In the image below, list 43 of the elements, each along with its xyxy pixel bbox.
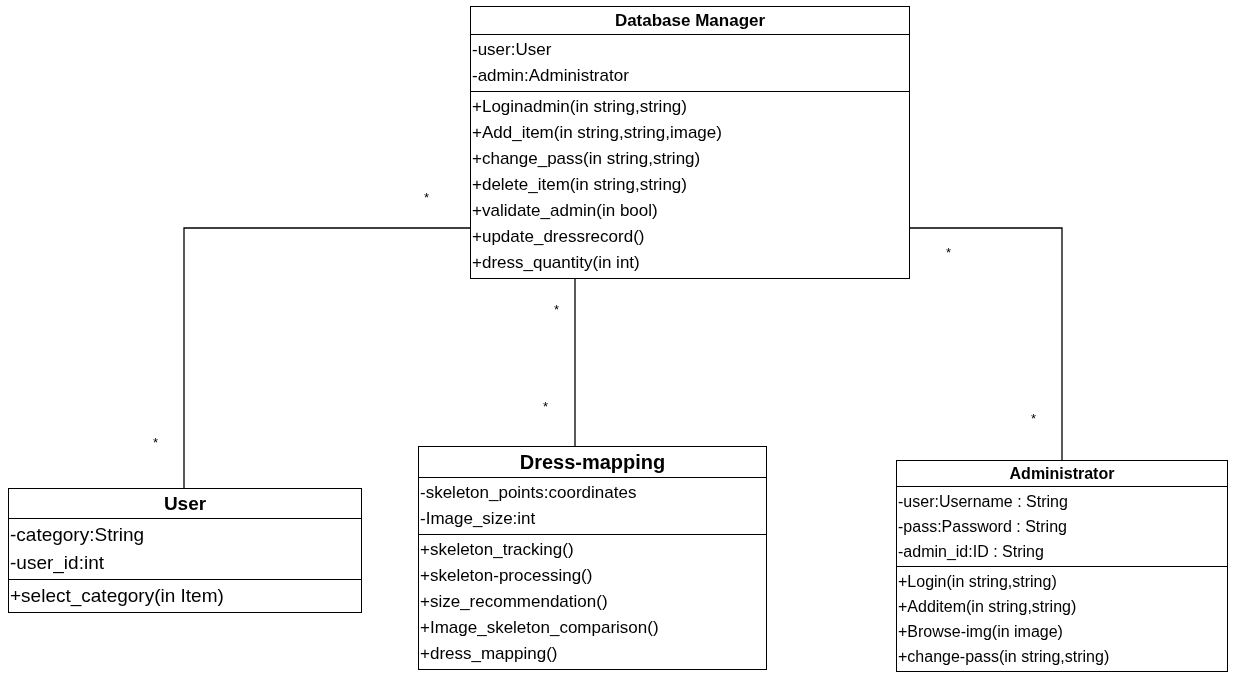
method-text: +Add_item(in string,string,image) xyxy=(471,122,723,144)
class-box xyxy=(418,446,767,670)
method-text: +Login(in string,string) xyxy=(897,572,1058,592)
association-line xyxy=(909,227,1063,461)
attribute-text: -pass:Password : String xyxy=(897,517,1068,537)
multiplicity-label: * xyxy=(153,435,159,450)
method-text: +validate_admin(in bool) xyxy=(471,200,659,222)
method-text: +Browse-img(in image) xyxy=(897,622,1064,642)
multiplicity-label: * xyxy=(554,302,560,317)
method-text: +select_category(in Item) xyxy=(9,584,225,609)
method-text: +change_pass(in string,string) xyxy=(471,148,702,170)
attribute-text: -skeleton_points:coordinates xyxy=(419,482,638,504)
multiplicity-label: * xyxy=(424,190,430,205)
attribute-text: -user:Username : String xyxy=(897,492,1069,512)
class-name: Administrator xyxy=(1009,465,1115,482)
class-box xyxy=(8,488,362,613)
method-text: +Image_skeleton_comparison() xyxy=(419,617,660,639)
method-text: +Loginadmin(in string,string) xyxy=(471,96,688,118)
class-name: Dress-mapping xyxy=(519,451,666,473)
method-text: +change-pass(in string,string) xyxy=(897,647,1111,667)
method-text: +size_recommendation() xyxy=(419,591,609,613)
method-text: +delete_item(in string,string) xyxy=(471,174,688,196)
method-text: +update_dressrecord() xyxy=(471,226,646,248)
multiplicity-label: * xyxy=(543,399,549,414)
multiplicity-label: * xyxy=(1031,411,1037,426)
attribute-text: -admin_id:ID : String xyxy=(897,542,1045,562)
multiplicity-label: * xyxy=(946,245,952,260)
method-text: +dress_mapping() xyxy=(419,643,559,665)
class-name: User xyxy=(163,493,207,514)
attribute-text: -user_id:int xyxy=(9,551,105,576)
attribute-text: -category:String xyxy=(9,523,146,547)
method-text: +Additem(in string,string) xyxy=(897,597,1078,617)
association-line xyxy=(183,227,471,489)
class-box xyxy=(896,460,1228,672)
association-line xyxy=(574,278,576,447)
method-text: +dress_quantity(in int) xyxy=(471,252,641,274)
attribute-text: -admin:Administrator xyxy=(471,65,630,87)
attribute-text: -Image_size:int xyxy=(419,508,537,530)
method-text: +skeleton_tracking() xyxy=(419,539,575,561)
class-name: Database Manager xyxy=(614,11,766,30)
attribute-text: -user:User xyxy=(471,39,553,61)
method-text: +skeleton-processing() xyxy=(419,565,594,587)
class-box xyxy=(470,6,910,279)
